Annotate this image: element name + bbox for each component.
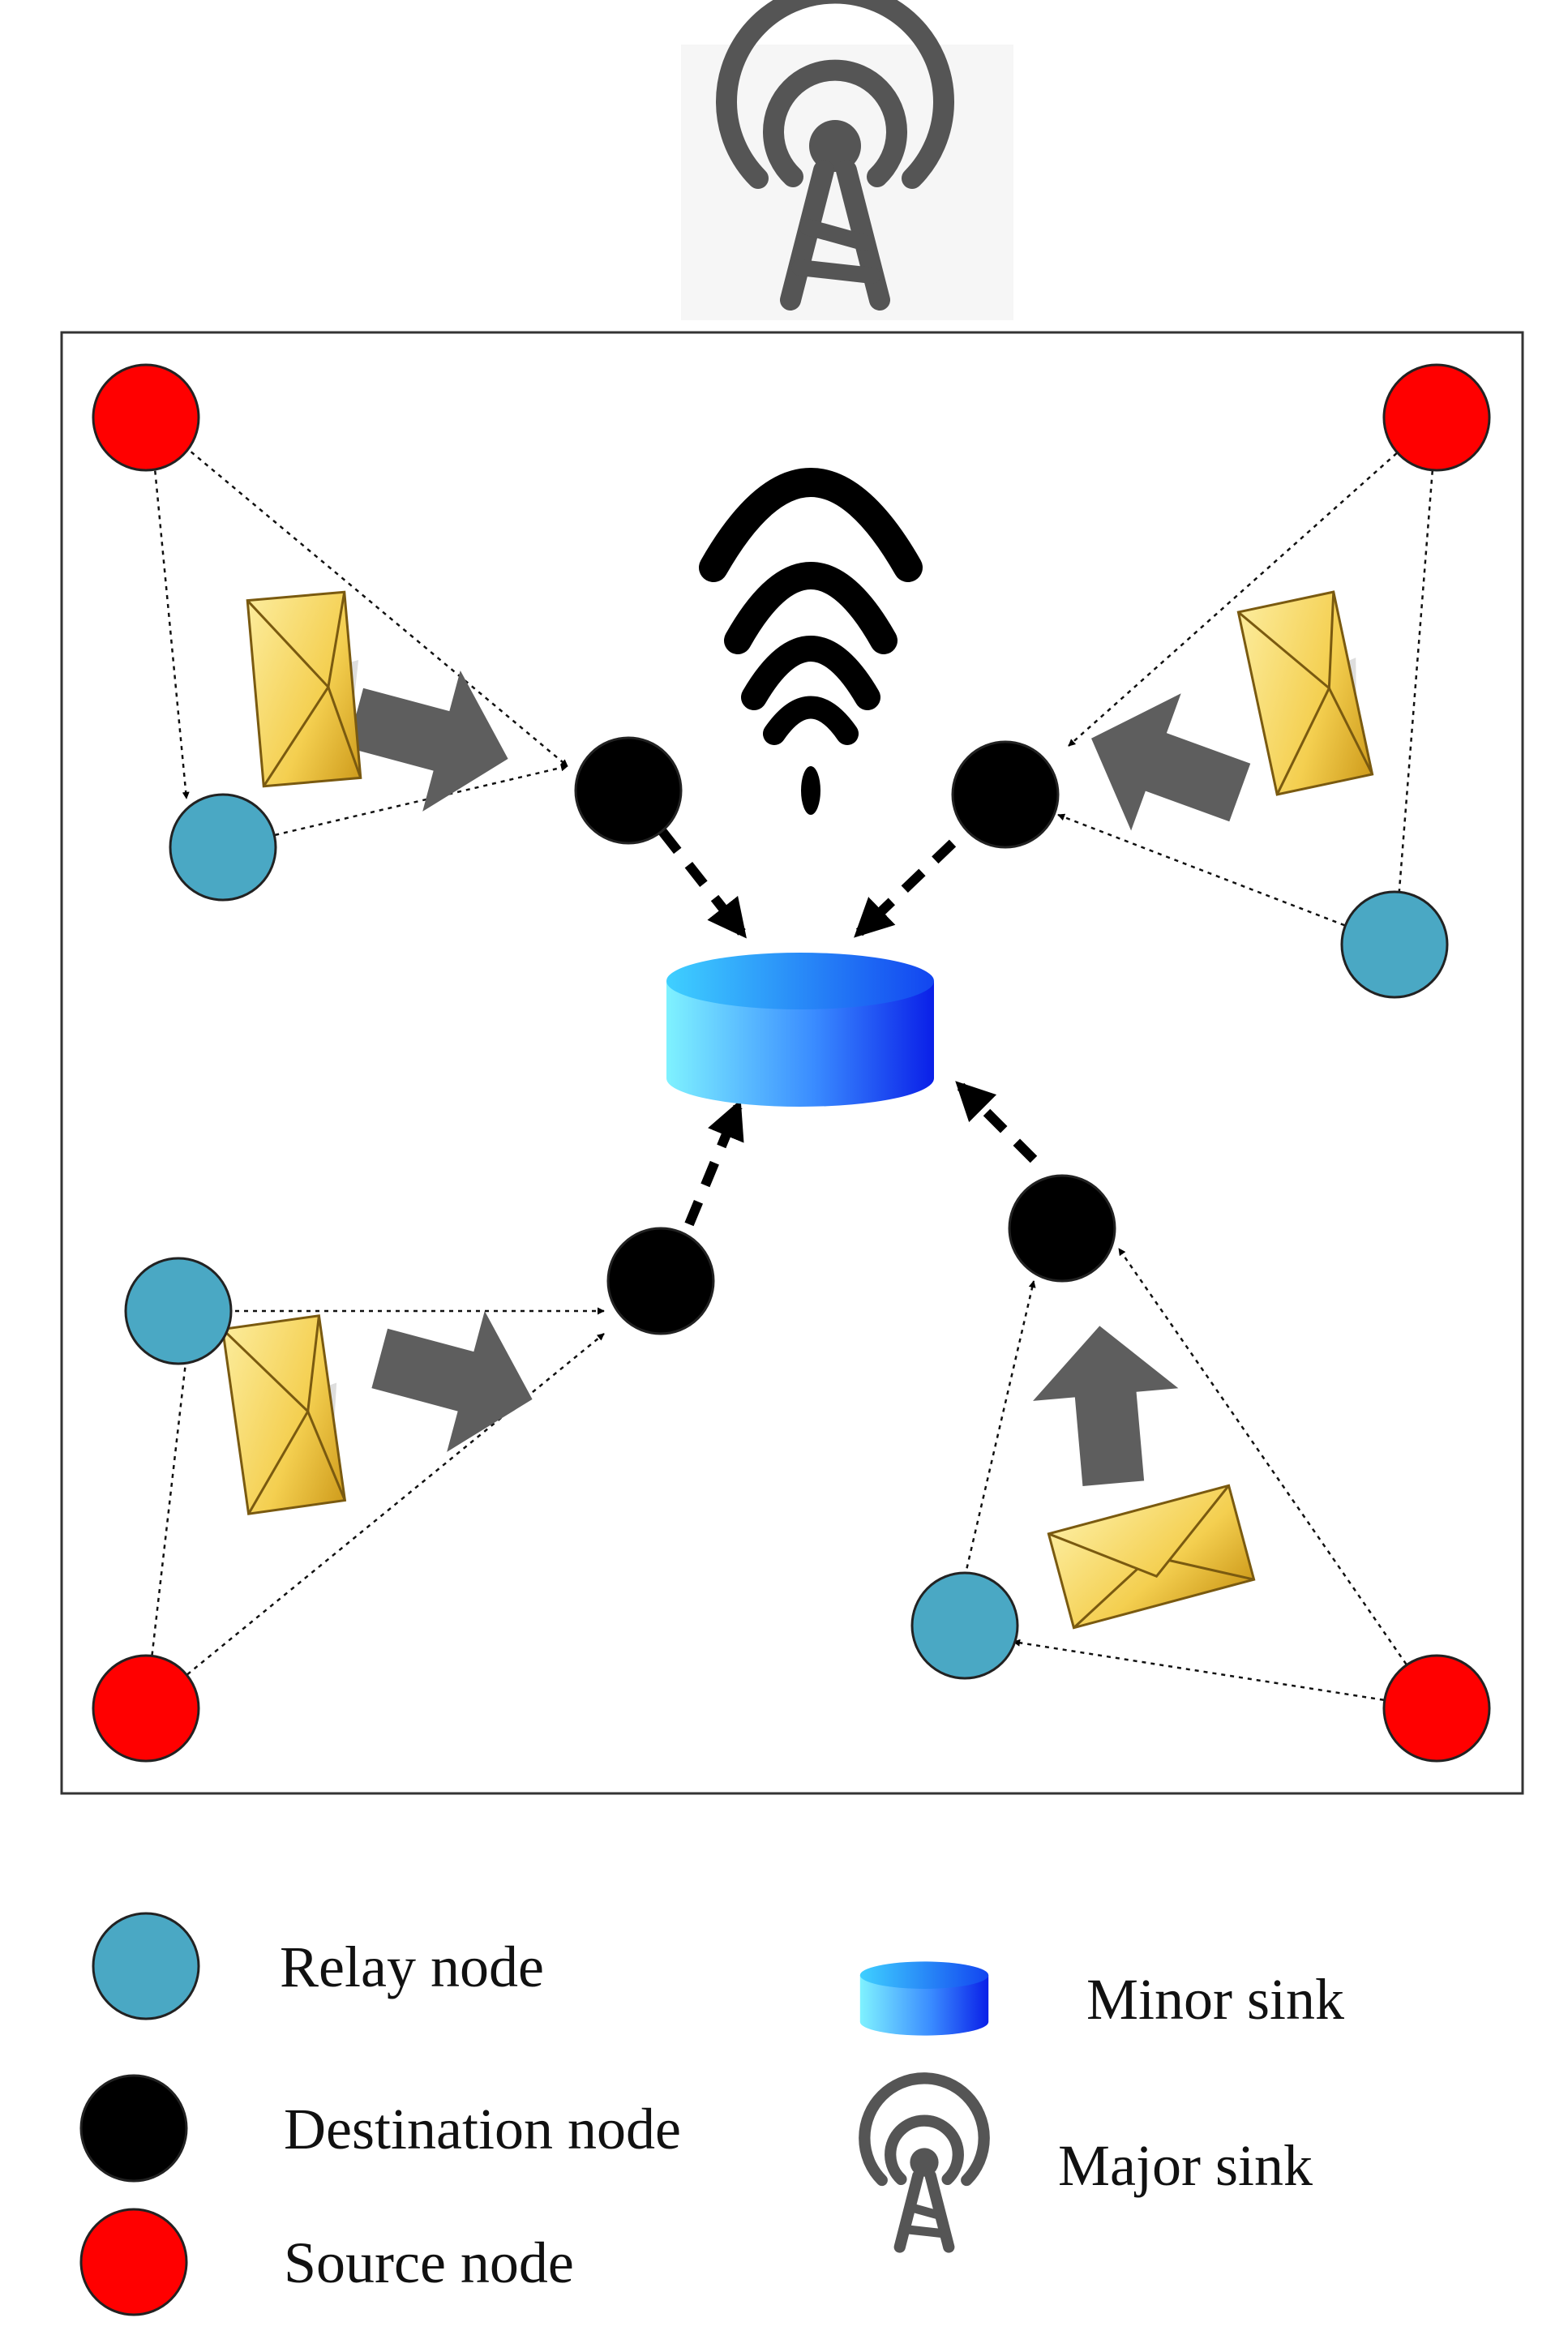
relay-node — [910, 1571, 1019, 1680]
legend-minor-sink-icon — [859, 1961, 989, 2036]
envelope-icon — [1047, 1484, 1256, 1630]
destination-node — [951, 740, 1060, 849]
legend-minor-sink-label: Minor sink — [1086, 1967, 1344, 2032]
legend-source-swatch — [79, 2208, 188, 2316]
envelope-icon — [1236, 589, 1382, 796]
flow-arrow — [336, 647, 527, 829]
legend-destination-swatch — [79, 2074, 188, 2183]
destination-nodes — [574, 736, 1116, 1335]
legend-source-label: Source node — [284, 2230, 574, 2295]
source-node — [92, 363, 200, 472]
flow-arrow — [360, 1287, 551, 1470]
destination-node — [574, 736, 683, 845]
minor-sink-icon — [666, 953, 934, 1107]
legend: Relay node Destination node Source node … — [79, 1912, 1344, 2316]
legend-relay-label: Relay node — [280, 1934, 544, 1999]
source-node — [1382, 363, 1491, 472]
legend-destination-label: Destination node — [284, 2097, 681, 2161]
relay-nodes — [124, 793, 1449, 1680]
destination-node — [1008, 1174, 1116, 1283]
relay-node — [124, 1257, 233, 1365]
destination-node — [606, 1227, 715, 1335]
relay-node — [1340, 890, 1449, 999]
envelope-icon — [221, 1313, 354, 1515]
source-nodes — [92, 363, 1491, 1763]
envelope-icon — [246, 589, 371, 788]
source-node — [1382, 1654, 1491, 1763]
relay-node — [169, 793, 277, 902]
legend-relay-swatch — [92, 1912, 200, 2020]
sink-links — [632, 795, 1038, 1227]
flow-arrow — [1066, 670, 1266, 862]
legend-major-sink-label: Major sink — [1058, 2133, 1313, 2198]
legend-major-sink-icon — [864, 2078, 983, 2247]
flow-arrow — [1026, 1319, 1186, 1490]
source-node — [92, 1654, 200, 1763]
network-field — [60, 331, 1524, 1795]
wifi-signal-icon — [699, 468, 923, 815]
